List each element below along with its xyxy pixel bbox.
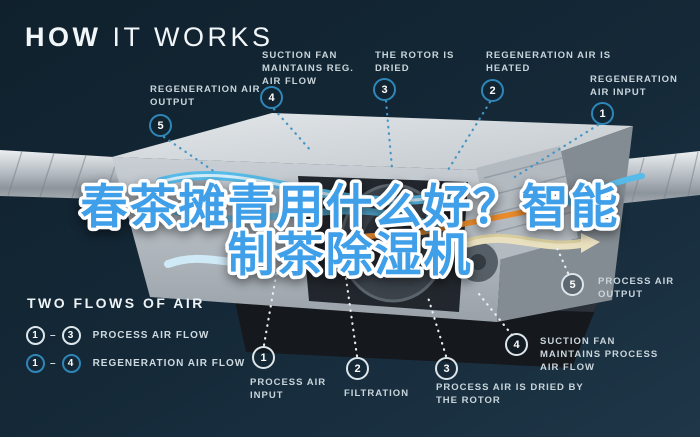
label-filtration: FILTRATION — [344, 388, 410, 399]
step-badge-process-2: 2 — [346, 357, 369, 380]
airflow-arrows — [155, 171, 645, 268]
filter-panel — [476, 146, 578, 260]
legend-label-process: PROCESS AIR FLOW — [92, 330, 210, 341]
step-badge-regen-1: 1 — [591, 102, 614, 125]
legend-heading: TWO FLOWS OF AIR — [27, 295, 205, 311]
label-suction-fan-reg: SUCTION FAN MAINTAINS REG. AIR FLOW — [262, 50, 354, 87]
label-regeneration-air-output: REGENERATION AIR OUTPUT — [150, 84, 261, 108]
legend-circle-to: 3 — [61, 326, 81, 345]
label-rotor-dried: THE ROTOR IS DRIED — [375, 50, 455, 74]
page-title: HOW IT WORKS — [25, 22, 274, 53]
label-process-air-input: PROCESS AIR INPUT — [250, 377, 327, 401]
step-badge-regen-3: 3 — [373, 78, 396, 101]
page-title-bold: HOW — [25, 22, 102, 52]
step-badge-process-1: 1 — [252, 346, 275, 369]
step-badge-regen-4: 4 — [260, 86, 283, 109]
legend-label-regeneration: REGENERATION AIR FLOW — [92, 358, 246, 369]
legend-row-regeneration: 1 – 4 REGENERATION AIR FLOW — [26, 354, 245, 373]
leader-lines-process — [262, 246, 570, 358]
step-badge-regen-2: 2 — [481, 79, 504, 102]
step-badge-regen-5: 5 — [149, 114, 172, 137]
legend-row-process: 1 – 3 PROCESS AIR FLOW — [26, 326, 209, 345]
heater-element — [337, 209, 527, 241]
step-badge-process-3: 3 — [435, 357, 458, 380]
label-regeneration-air-heated: REGENERATION AIR IS HEATED — [486, 50, 612, 74]
legend-circle-from: 1 — [26, 326, 45, 345]
label-regeneration-air-input: REGENERATION AIR INPUT — [590, 74, 678, 98]
process-output-arrow — [463, 233, 588, 250]
step-badge-process-5: 5 — [561, 273, 584, 296]
label-process-air-dried: PROCESS AIR IS DRIED BY THE ROTOR — [436, 382, 584, 406]
step-badge-process-4: 4 — [505, 333, 528, 356]
legend-circle-from: 1 — [26, 354, 45, 373]
label-process-air-output: PROCESS AIR OUTPUT — [598, 276, 675, 300]
legend-circle-to: 4 — [61, 354, 81, 373]
legend-dash: – — [50, 330, 57, 341]
label-suction-fan-process: SUCTION FAN MAINTAINS PROCESS AIR FLOW — [540, 336, 659, 373]
leader-lines-regeneration — [162, 99, 600, 182]
overlay-headline-line1: 春茶摊青用什么好？智能 — [81, 180, 620, 235]
page-title-rest: IT WORKS — [101, 22, 274, 52]
overlay-headline-line2: 制茶除湿机 — [228, 228, 473, 283]
legend-dash: – — [50, 358, 57, 369]
